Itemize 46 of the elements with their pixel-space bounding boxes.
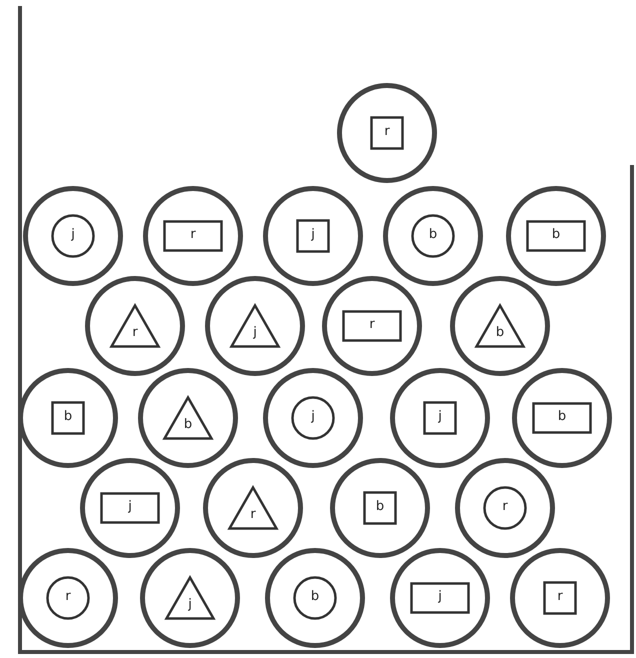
disk <box>80 458 180 558</box>
disk <box>203 458 303 558</box>
piece-letter: b <box>62 410 74 424</box>
disk <box>450 276 550 376</box>
piece-letter: r <box>556 590 564 604</box>
disk <box>23 186 123 286</box>
disk <box>390 368 490 468</box>
piece-letter: r <box>131 326 139 340</box>
piece-letter: r <box>383 125 391 139</box>
piece-letter: j <box>310 228 316 242</box>
piece-letter: r <box>64 590 72 604</box>
piece-letter: j <box>437 410 443 424</box>
disk <box>322 276 422 376</box>
disk <box>138 368 238 468</box>
disk <box>263 186 363 286</box>
disk <box>455 458 555 558</box>
piece-letter: j <box>252 326 258 340</box>
piece-letter: b <box>550 228 562 242</box>
piece-letter: r <box>368 318 376 332</box>
piece-letter: b <box>182 418 194 432</box>
piece-letter: j <box>187 598 193 612</box>
disk <box>143 186 243 286</box>
disk <box>263 368 363 468</box>
disk <box>140 548 240 648</box>
disk <box>510 548 610 648</box>
piece-letter: b <box>494 326 506 340</box>
disk <box>506 186 606 286</box>
disk <box>390 548 490 648</box>
piece-letter: b <box>428 228 438 242</box>
piece-letter: b <box>556 410 568 424</box>
piece-letter: j <box>127 500 133 514</box>
piece-letter: r <box>501 500 509 514</box>
disk <box>265 548 365 648</box>
disk <box>205 276 305 376</box>
piece-letter: j <box>437 590 443 604</box>
disk <box>383 186 483 286</box>
piece-letter: b <box>310 590 320 604</box>
disk <box>330 458 430 558</box>
disk <box>85 276 185 376</box>
piece-letter: j <box>70 228 76 242</box>
piece-letter: j <box>310 410 316 424</box>
piece-letter: b <box>374 500 386 514</box>
piece-letter: r <box>249 508 257 522</box>
piece-letter: r <box>189 228 197 242</box>
disk <box>512 368 612 468</box>
disk <box>337 83 437 183</box>
